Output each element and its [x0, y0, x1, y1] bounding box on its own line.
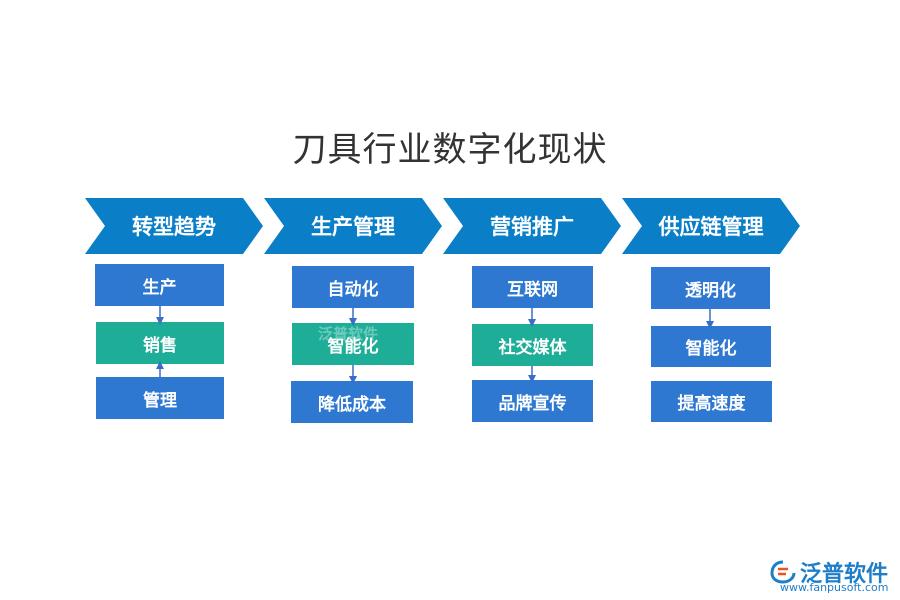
box-brand-promotion: 品牌宣传 — [472, 380, 593, 422]
box-internet: 互联网 — [472, 266, 593, 308]
box-automation: 自动化 — [292, 266, 414, 308]
box-cost-reduction: 降低成本 — [291, 381, 413, 423]
header-transformation-trend: 转型趋势 — [85, 198, 263, 254]
box-speed-up: 提高速度 — [651, 381, 772, 422]
header-marketing-promotion: 营销推广 — [443, 198, 621, 254]
fanpu-logo-icon — [770, 560, 796, 584]
diagram-title: 刀具行业数字化现状 — [292, 130, 608, 170]
box-transparency: 透明化 — [651, 267, 770, 309]
box-intelligentization: 智能化 — [292, 323, 414, 365]
logo-url: www.fanpusoft.com — [780, 581, 889, 594]
box-management: 管理 — [96, 377, 224, 419]
header-supply-chain-management: 供应链管理 — [622, 198, 800, 254]
box-production: 生产 — [95, 264, 224, 306]
box-sales: 销售 — [96, 322, 224, 364]
header-production-management: 生产管理 — [264, 198, 442, 254]
box-social-media: 社交媒体 — [472, 324, 593, 366]
box-intelligentization-supply: 智能化 — [651, 326, 771, 367]
logo-brand-name: 泛普软件 — [800, 562, 889, 587]
fanpu-logo: 泛普软件 — [770, 556, 888, 588]
